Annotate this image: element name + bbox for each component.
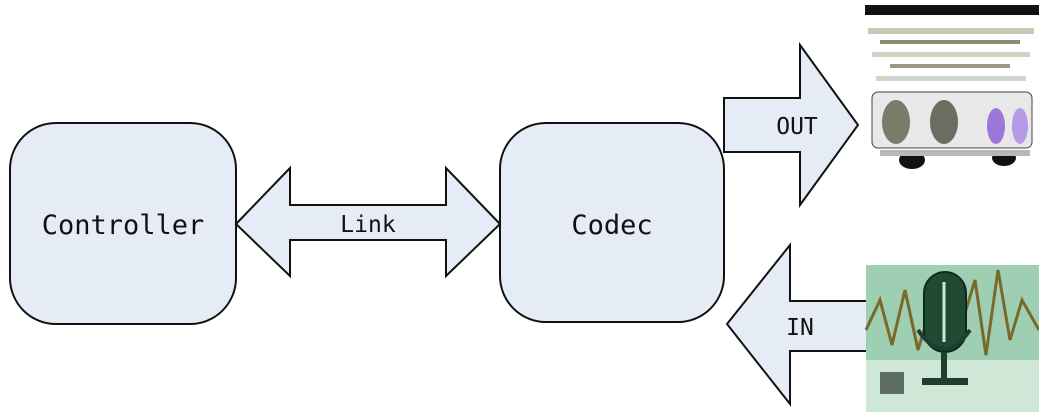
link-label: Link bbox=[340, 212, 396, 238]
codec-label: Codec bbox=[571, 210, 652, 241]
link-arrow: Link bbox=[234, 165, 502, 279]
in-label: IN bbox=[786, 315, 814, 341]
controller-node: Controller bbox=[9, 122, 237, 325]
speaker-device-icon bbox=[865, 5, 1039, 175]
controller-label: Controller bbox=[42, 210, 205, 241]
in-arrow: IN bbox=[725, 242, 868, 407]
microphone-icon bbox=[864, 265, 1039, 412]
out-label: OUT bbox=[776, 114, 818, 140]
codec-node: Codec bbox=[499, 122, 725, 323]
out-arrow: OUT bbox=[723, 41, 860, 209]
